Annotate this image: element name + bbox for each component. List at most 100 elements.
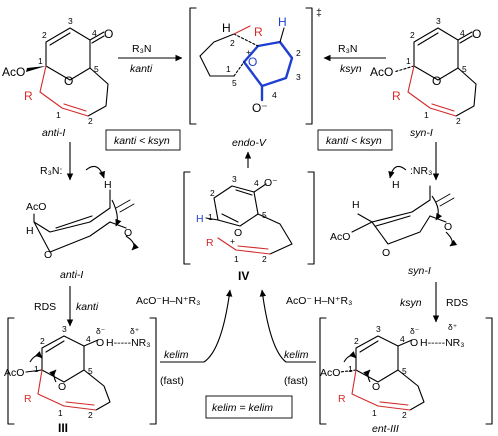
compound-anti-I: O 2 3 4 5 1 O AcO R 1 2 anti-I	[2, 16, 113, 139]
svg-text:O: O	[124, 227, 132, 239]
svg-text::NR₃: :NR₃	[410, 165, 432, 177]
svg-text:3: 3	[296, 72, 301, 82]
svg-text:anti-I: anti-I	[60, 269, 83, 281]
svg-text:2: 2	[296, 48, 301, 58]
svg-text:O⁻: O⁻	[264, 177, 278, 189]
svg-text:RDS: RDS	[446, 297, 468, 309]
svg-text:1: 1	[406, 56, 411, 66]
label-endo-V: endo-V	[232, 137, 267, 149]
svg-text:RDS: RDS	[34, 301, 56, 313]
ring-o-label: O	[64, 74, 73, 88]
svg-text:2: 2	[88, 116, 93, 126]
box-kanti-lt-ksyn-left: kanti < ksyn	[105, 129, 181, 151]
svg-text:AcO: AcO	[330, 231, 350, 243]
svg-text:kelim: kelim	[164, 349, 189, 361]
svg-text:1: 1	[58, 408, 63, 418]
svg-text:H: H	[392, 179, 400, 191]
svg-text:R: R	[24, 393, 32, 405]
svg-text:4: 4	[400, 334, 405, 344]
svg-text:2: 2	[262, 254, 267, 264]
svg-text:5: 5	[262, 210, 267, 220]
endo-r-label: R	[254, 25, 263, 39]
svg-text:1: 1	[234, 254, 239, 264]
svg-text:AcO⁻: AcO⁻	[286, 295, 312, 307]
svg-text:3: 3	[376, 324, 381, 334]
svg-text:O: O	[44, 249, 52, 261]
svg-text:AcO: AcO	[26, 201, 46, 213]
svg-text:H–N⁺R₃: H–N⁺R₃	[314, 295, 352, 307]
svg-text:R: R	[392, 89, 401, 103]
svg-text:H: H	[222, 21, 231, 35]
svg-text:kelim: kelim	[284, 349, 309, 361]
arrow-anti-to-endo: R₃N kanti	[118, 43, 183, 75]
aco-label: AcO	[2, 65, 25, 79]
svg-text:1: 1	[348, 364, 353, 374]
svg-text:R₃N: R₃N	[132, 43, 151, 55]
svg-text:+: +	[230, 236, 235, 246]
svg-text:4: 4	[92, 28, 97, 38]
compound-IV: O⁻ 3 4 2 1 5 O + H R 1 2 IV	[183, 171, 315, 283]
svg-text:O: O	[382, 247, 390, 259]
svg-text:1: 1	[372, 408, 377, 418]
svg-text:O: O	[444, 221, 452, 233]
label-syn-I: syn-I	[410, 127, 433, 139]
svg-text:kanti < ksyn: kanti < ksyn	[114, 135, 170, 147]
box-kelim-eq-kelim: kelim = kelim	[205, 395, 293, 419]
svg-text:3: 3	[62, 324, 67, 334]
svg-text:4: 4	[460, 28, 465, 38]
svg-text:2: 2	[410, 30, 415, 40]
svg-text:1: 1	[34, 364, 39, 374]
r-group-label: R	[24, 89, 33, 103]
svg-text:AcO⁻: AcO⁻	[136, 295, 162, 307]
svg-text:1: 1	[38, 56, 43, 66]
svg-text:syn-I: syn-I	[408, 265, 431, 277]
svg-text:δ⁻: δ⁻	[96, 326, 106, 336]
svg-text:1: 1	[208, 212, 213, 222]
svg-text:2: 2	[354, 336, 359, 346]
svg-text:R: R	[338, 393, 346, 405]
svg-text:AcO: AcO	[4, 367, 24, 379]
svg-text:kanti: kanti	[76, 301, 99, 313]
compound-syn-I: O 2 3 4 5 1 O AcO R 1 2 syn-I	[370, 16, 481, 139]
svg-text:H-----NR₃: H-----NR₃	[106, 337, 151, 349]
svg-text:2: 2	[88, 410, 93, 420]
svg-text:H–N⁺R₃: H–N⁺R₃	[162, 295, 200, 307]
svg-text:R₃N: R₃N	[338, 43, 357, 55]
compound-syn-I-3d: :NR₃ H H AcO O O syn-I	[330, 165, 458, 277]
compound-III: O δ⁻ H-----NR₃ δ⁺ 2 3 4 5 1 O AcO R 1 2 …	[4, 317, 157, 435]
svg-text:H: H	[196, 213, 204, 225]
svg-text:H: H	[352, 199, 360, 211]
svg-text:2: 2	[40, 336, 45, 346]
compound-anti-I-3d: R₃N: H AcO O H O anti-I	[26, 165, 139, 281]
svg-text:kanti: kanti	[130, 63, 153, 75]
svg-text:O: O	[472, 27, 481, 41]
svg-text:δ⁺: δ⁺	[448, 322, 458, 332]
svg-text:AcO: AcO	[370, 65, 393, 79]
svg-text:3: 3	[68, 16, 73, 26]
svg-text:O: O	[234, 227, 242, 239]
arrow-anti-rds: RDS kanti	[34, 286, 99, 327]
svg-text:R: R	[206, 237, 214, 249]
svg-text:4: 4	[86, 334, 91, 344]
label-ent-III: ent-III	[372, 423, 399, 435]
elim-right: AcO⁻ H–N⁺R₃ kelim (fast)	[259, 289, 352, 387]
svg-text:δ⁺: δ⁺	[130, 326, 140, 336]
svg-text:5: 5	[402, 366, 407, 376]
endo-oplus: O	[248, 55, 257, 69]
box-kanti-lt-ksyn-right: kanti < ksyn	[317, 129, 393, 151]
label-IV: IV	[238, 269, 249, 283]
compound-endo-V: ‡ H O⁻ O + H R 2 1 5 2 3 4 endo-V	[189, 7, 322, 149]
svg-text:1: 1	[56, 110, 61, 120]
svg-text:‡: ‡	[316, 7, 322, 19]
svg-text:AcO: AcO	[320, 367, 340, 379]
svg-text:+: +	[246, 47, 251, 57]
endo-h-label: H	[278, 15, 287, 29]
svg-text:O: O	[96, 337, 104, 349]
svg-text:kanti < ksyn: kanti < ksyn	[326, 135, 382, 147]
svg-text:2: 2	[402, 410, 407, 420]
svg-text:ksyn: ksyn	[400, 297, 422, 309]
svg-text:O: O	[432, 74, 441, 88]
svg-text:3: 3	[436, 16, 441, 26]
compound-ent-III: O δ⁻ H-----NR₃ δ⁺ 2 3 4 5 1 O AcO R 1 2 …	[319, 317, 493, 435]
svg-text:δ⁻: δ⁻	[410, 326, 420, 336]
